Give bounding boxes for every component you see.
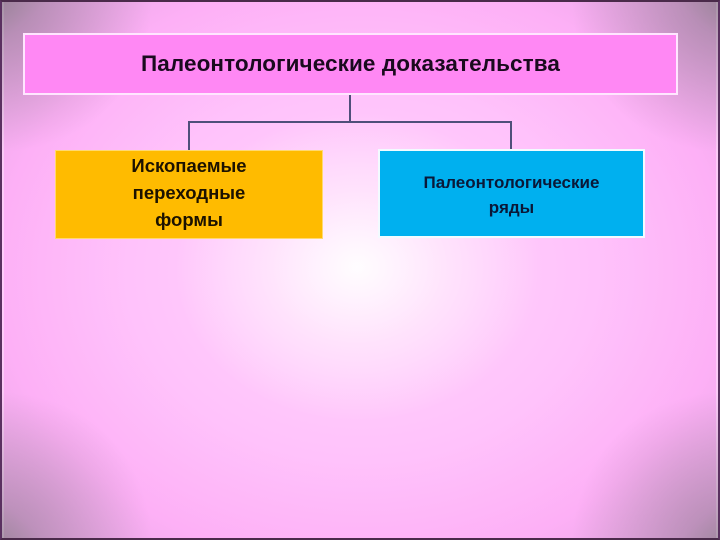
root-node-label: Палеонтологические доказательства [140, 51, 561, 76]
connector-root-down [349, 95, 351, 123]
child-node-paleontological-series: Палеонтологические ряды [378, 149, 645, 238]
child-node-label-line: Палеонтологические [423, 173, 600, 192]
child-node-label-line: формы [155, 209, 223, 230]
connector-to-left-child [188, 121, 190, 150]
connector-to-right-child [510, 121, 512, 149]
child-node-transitional-fossils: Ископаемые переходные формы [55, 150, 323, 239]
connector-horizontal-bar [188, 121, 512, 123]
child-node-label-line: ряды [488, 198, 535, 217]
root-node: Палеонтологические доказательства [23, 33, 678, 95]
child-node-label-line: переходные [132, 182, 246, 203]
child-node-label-line: Ископаемые [131, 155, 247, 176]
